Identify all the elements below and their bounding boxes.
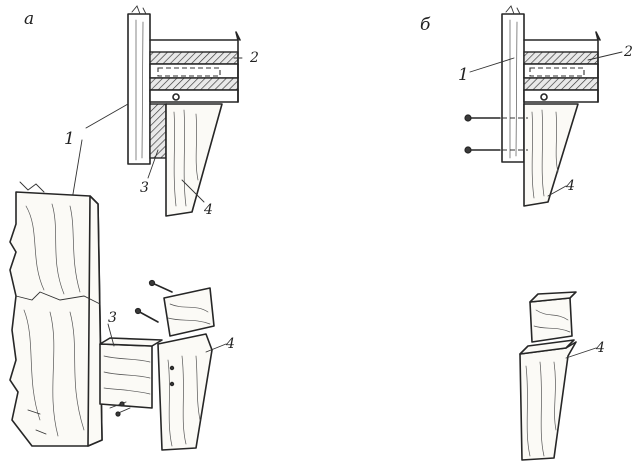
label-1-b: 1: [458, 65, 469, 85]
label-4-a: 4: [203, 202, 213, 218]
leader-1-top: [85, 103, 129, 129]
cleat-exploded: [99, 337, 163, 417]
floor-layers-a: [149, 31, 241, 103]
label-3-exploded: 3: [108, 310, 117, 326]
wall-post-a: [127, 5, 151, 165]
leader-3-top: [147, 149, 159, 179]
panel-a: а: [9, 5, 259, 451]
panel-a-label: а: [24, 9, 34, 29]
leader-1-bottom: [71, 139, 83, 201]
leader-4-exploded-a: [205, 343, 227, 353]
panel-b-label: б: [420, 15, 431, 35]
leader-4-exploded-b: [565, 347, 597, 359]
floor-layers-b: [523, 31, 601, 103]
label-3-a: 3: [140, 180, 149, 196]
leader-4-top: [181, 179, 205, 203]
label-2-b: 2: [623, 44, 633, 60]
label-4-b: 4: [565, 178, 575, 194]
nails-b: [464, 114, 501, 154]
label-2-a: 2: [249, 50, 259, 66]
leader-3-exploded: [107, 323, 115, 347]
leader-4-b: [547, 185, 567, 197]
label-1-a: 1: [64, 129, 75, 149]
leader-1-b: [469, 57, 515, 73]
bracket-exploded-b: [519, 291, 577, 461]
label-4-exploded-a: 4: [225, 336, 235, 352]
bracket-exploded-a: [134, 279, 215, 451]
wall-boards-exploded: [9, 181, 103, 447]
panel-b: б 1 2: [420, 5, 633, 461]
leader-2-b: [587, 51, 623, 61]
bracket-b: [478, 103, 579, 207]
bracket-a: [165, 103, 223, 217]
label-4-exploded-b: 4: [595, 340, 605, 356]
wall-post-b: [501, 5, 525, 163]
